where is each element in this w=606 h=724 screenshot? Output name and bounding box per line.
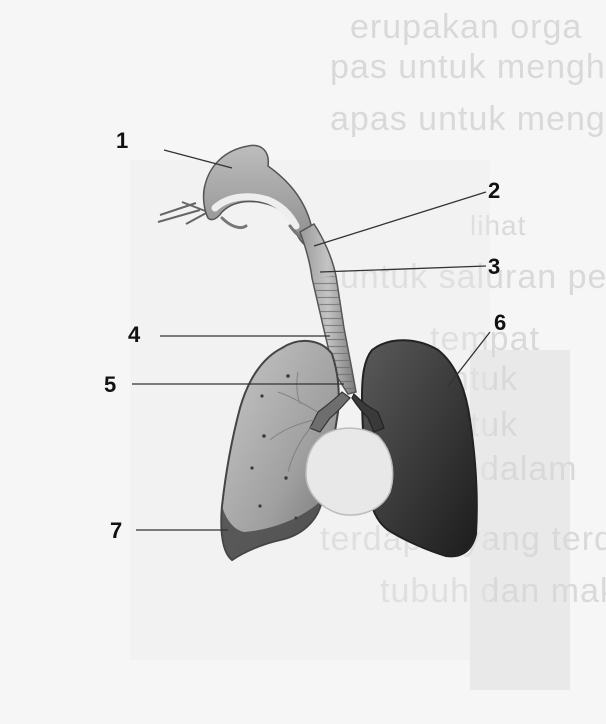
label-3: 3: [488, 254, 500, 280]
label-2: 2: [488, 178, 500, 204]
label-1: 1: [116, 128, 128, 154]
label-7: 7: [110, 518, 122, 544]
heart: [306, 428, 393, 515]
label-5-6: 6: [494, 310, 506, 336]
label-4: 4: [128, 322, 140, 348]
label-5: 5: [104, 372, 116, 398]
